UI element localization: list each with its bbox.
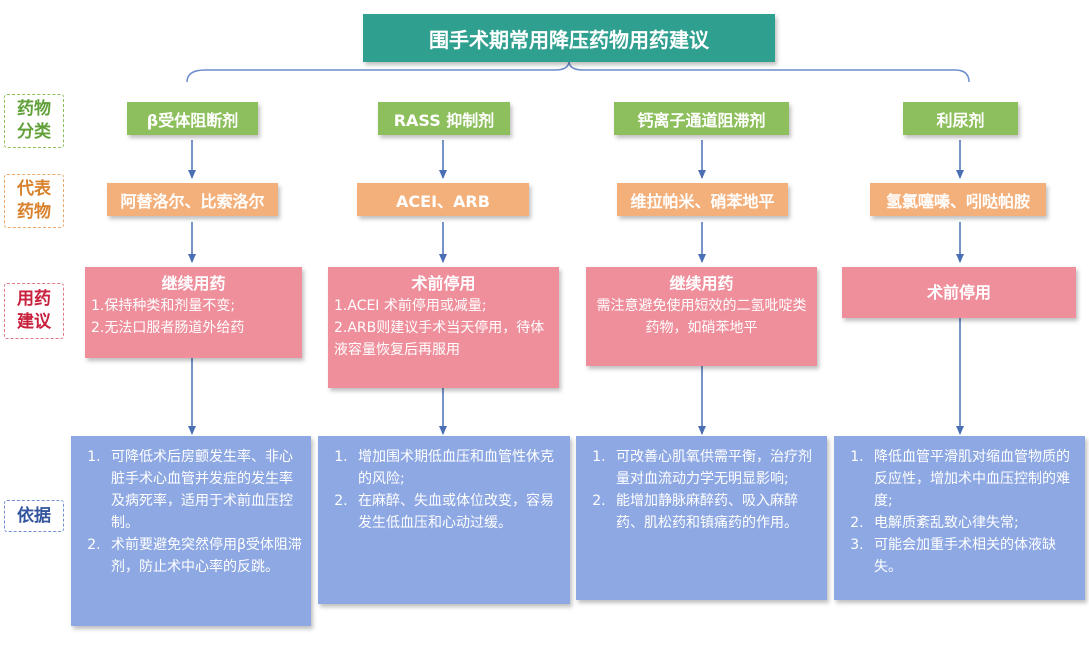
basis-item-col4-1: 降低血管平滑肌对缩血管物质的反应性，增加术中血压控制的难度; bbox=[868, 446, 1077, 512]
advice-line-col3-1: 需注意避免使用短效的二氢吡啶类药物，如硝苯地平 bbox=[596, 298, 807, 336]
row-label-representative-line2: 药物 bbox=[17, 202, 51, 222]
advice-heading-col1: 继续用药 bbox=[161, 274, 226, 293]
row-label-advice-line1: 用药 bbox=[17, 289, 51, 309]
representative-box-col2: ACEI、ARB bbox=[357, 183, 529, 216]
representative-box-col4: 氢氯噻嗪、吲哒帕胺 bbox=[870, 183, 1046, 216]
basis-box-col3: 可改善心肌氧供需平衡，治疗剂量对血流动力学无明显影响; 能增加静脉麻醉药、吸入麻… bbox=[576, 436, 827, 600]
advice-heading-col2: 术前停用 bbox=[411, 274, 476, 293]
advice-heading-col3: 继续用药 bbox=[669, 274, 734, 293]
representative-box-col3: 维拉帕米、硝苯地平 bbox=[617, 183, 788, 216]
advice-box-col1: 继续用药 1.保持种类和剂量不变; 2.无法口服者肠道外给药 bbox=[85, 267, 302, 358]
advice-line-col1-1: 1.保持种类和剂量不变; bbox=[91, 298, 236, 314]
advice-line-col1-2: 2.无法口服者肠道外给药 bbox=[91, 320, 245, 336]
category-box-diuretic: 利尿剂 bbox=[903, 102, 1018, 135]
row-label-representative: 代表 药物 bbox=[4, 174, 64, 228]
advice-heading-col4: 术前停用 bbox=[926, 282, 991, 302]
basis-item-col1-2: 术前要避免突然停用β受体阻滞剂，防止术中心率的反跳。 bbox=[105, 534, 303, 578]
row-label-category-line1: 药物 bbox=[17, 99, 51, 119]
category-box-rass-inhibitor: RASS 抑制剂 bbox=[378, 102, 510, 135]
advice-line-col2-1: 1.ACEI 术前停用或减量; bbox=[334, 298, 487, 314]
basis-box-col1: 可降低术后房颤发生率、非心脏手术心血管并发症的发生率及病死率，适用于术前血压控制… bbox=[71, 436, 311, 626]
basis-box-col2: 增加围术期低血压和血管性休克的风险; 在麻醉、失血或体位改变，容易发生低血压和心… bbox=[318, 436, 570, 604]
basis-item-col2-1: 增加围术期低血压和血管性休克的风险; bbox=[352, 446, 562, 490]
basis-item-col4-2: 电解质紊乱致心律失常; bbox=[868, 512, 1077, 534]
row-label-category-line2: 分类 bbox=[17, 122, 51, 142]
category-box-beta-blocker: β受体阻断剂 bbox=[127, 102, 258, 135]
title-brace bbox=[186, 61, 970, 83]
row-label-basis: 依据 bbox=[4, 500, 64, 532]
row-label-basis-line1: 依据 bbox=[17, 505, 51, 526]
representative-box-col1: 阿替洛尔、比索洛尔 bbox=[107, 183, 278, 216]
row-label-representative-line1: 代表 bbox=[17, 179, 51, 199]
advice-line-col2-2: 2.ARB则建议手术当天停用，待体液容量恢复后再服用 bbox=[334, 320, 545, 358]
basis-item-col3-1: 可改善心肌氧供需平衡，治疗剂量对血流动力学无明显影响; bbox=[610, 446, 819, 490]
basis-box-col4: 降低血管平滑肌对缩血管物质的反应性，增加术中血压控制的难度; 电解质紊乱致心律失… bbox=[834, 436, 1085, 600]
advice-box-col3: 继续用药 需注意避免使用短效的二氢吡啶类药物，如硝苯地平 bbox=[586, 267, 817, 366]
advice-box-col4: 术前停用 bbox=[842, 267, 1076, 318]
row-label-advice-line2: 建议 bbox=[17, 312, 51, 332]
basis-item-col4-3: 可能会加重手术相关的体液缺失。 bbox=[868, 534, 1077, 578]
basis-item-col2-2: 在麻醉、失血或体位改变，容易发生低血压和心动过缓。 bbox=[352, 490, 562, 534]
row-label-category: 药物 分类 bbox=[4, 94, 64, 148]
diagram-title: 围手术期常用降压药物用药建议 bbox=[363, 14, 775, 62]
basis-item-col1-1: 可降低术后房颤发生率、非心脏手术心血管并发症的发生率及病死率，适用于术前血压控制… bbox=[105, 446, 303, 534]
basis-item-col3-2: 能增加静脉麻醉药、吸入麻醉药、肌松药和镇痛药的作用。 bbox=[610, 490, 819, 534]
category-box-ccb: 钙离子通道阻滞剂 bbox=[614, 102, 789, 135]
advice-box-col2: 术前停用 1.ACEI 术前停用或减量; 2.ARB则建议手术当天停用，待体液容… bbox=[328, 267, 559, 388]
row-label-advice: 用药 建议 bbox=[4, 283, 64, 339]
